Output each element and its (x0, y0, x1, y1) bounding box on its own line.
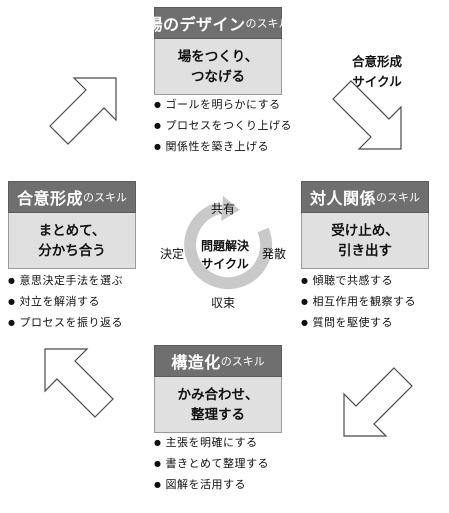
bullet-list-consensus-building: 意思決定手法を選ぶ 対立を解消する プロセスを振り返る (8, 270, 123, 333)
arrow-up-right (49, 77, 117, 145)
cycle-label-converge: 収束 (211, 296, 236, 310)
card-body: かみ合わせ、 整理する (154, 377, 282, 433)
card-title-suffix: のスキル (220, 355, 265, 368)
title-line: 問題解決 (200, 239, 249, 253)
cycle-label-decide: 決定 (160, 247, 185, 261)
arrow-up-left (44, 348, 114, 418)
list-item: 主張を明確にする (154, 432, 269, 453)
card-header: 場のデザインのスキル (147, 7, 290, 39)
card-body-line: 場をつくり、 (177, 48, 259, 65)
list-item: 書きとめて整理する (154, 453, 269, 474)
list-item: 相互作用を観察する (301, 291, 416, 312)
card-header: 対人関係のスキル (301, 181, 429, 213)
card-title: 場のデザイン (146, 15, 246, 34)
bullet-list-interpersonal: 傾聴で共感する 相互作用を観察する 質問を駆使する (301, 270, 416, 333)
card-body-line: 受け止め、 (331, 222, 399, 239)
card-body-line: つなげる (191, 68, 245, 85)
card-body: まとめて、 分かち合う (8, 213, 136, 269)
card-body: 受け止め、 引き出す (301, 213, 429, 269)
card-body: 場をつくり、 つなげる (154, 39, 282, 95)
list-item: 図解を活用する (154, 474, 269, 495)
card-body-line: かみ合わせ、 (177, 386, 259, 403)
card-title: 合意形成 (16, 189, 83, 208)
list-item: 対立を解消する (8, 291, 123, 312)
card-body-line: 整理する (191, 406, 245, 423)
problem-solving-cycle-ring (184, 196, 273, 290)
card-venue-design: 場のデザインのスキル 場をつくり、 つなげる (147, 7, 290, 95)
card-body-line: 分かち合う (38, 242, 106, 259)
card-header: 合意形成のスキル (8, 181, 136, 213)
card-consensus-building: 合意形成のスキル まとめて、 分かち合う (8, 181, 136, 269)
label-line: 合意形成 (352, 54, 403, 69)
list-item: プロセスを振り返る (8, 312, 123, 333)
list-item: 関係性を築き上げる (154, 136, 292, 157)
card-body-line: まとめて、 (38, 222, 106, 239)
card-header: 構造化のスキル (154, 345, 282, 377)
arrow-down-left (343, 367, 413, 437)
card-structuring: 構造化のスキル かみ合わせ、 整理する (154, 345, 282, 433)
card-body-line: 引き出す (338, 242, 392, 259)
list-item: ゴールを明らかにする (154, 94, 292, 115)
title-line: サイクル (201, 257, 249, 271)
list-item: 傾聴で共感する (301, 270, 416, 291)
bullet-list-structuring: 主張を明確にする 書きとめて整理する 図解を活用する (154, 432, 269, 495)
card-title-suffix: のスキル (83, 191, 127, 204)
label-line: サイクル (352, 74, 402, 89)
bullet-list-venue-design: ゴールを明らかにする プロセスをつくり上げる 関係性を築き上げる (154, 94, 292, 157)
consensus-cycle-label: 合意形成 サイクル (352, 52, 402, 92)
list-item: 質問を駆使する (301, 312, 416, 333)
card-interpersonal: 対人関係のスキル 受け止め、 引き出す (301, 181, 429, 269)
card-title: 対人関係 (309, 189, 376, 208)
card-title-suffix: のスキル (376, 191, 420, 204)
cycle-label-diverge: 発散 (262, 247, 287, 261)
problem-solving-cycle-title: 問題解決 サイクル (190, 237, 260, 273)
card-title: 構造化 (171, 353, 221, 372)
cycle-label-share: 共有 (211, 202, 236, 216)
card-title-suffix: のスキル (245, 17, 290, 30)
arrow-down-right (332, 80, 402, 150)
list-item: プロセスをつくり上げる (154, 115, 292, 136)
list-item: 意思決定手法を選ぶ (8, 270, 123, 291)
